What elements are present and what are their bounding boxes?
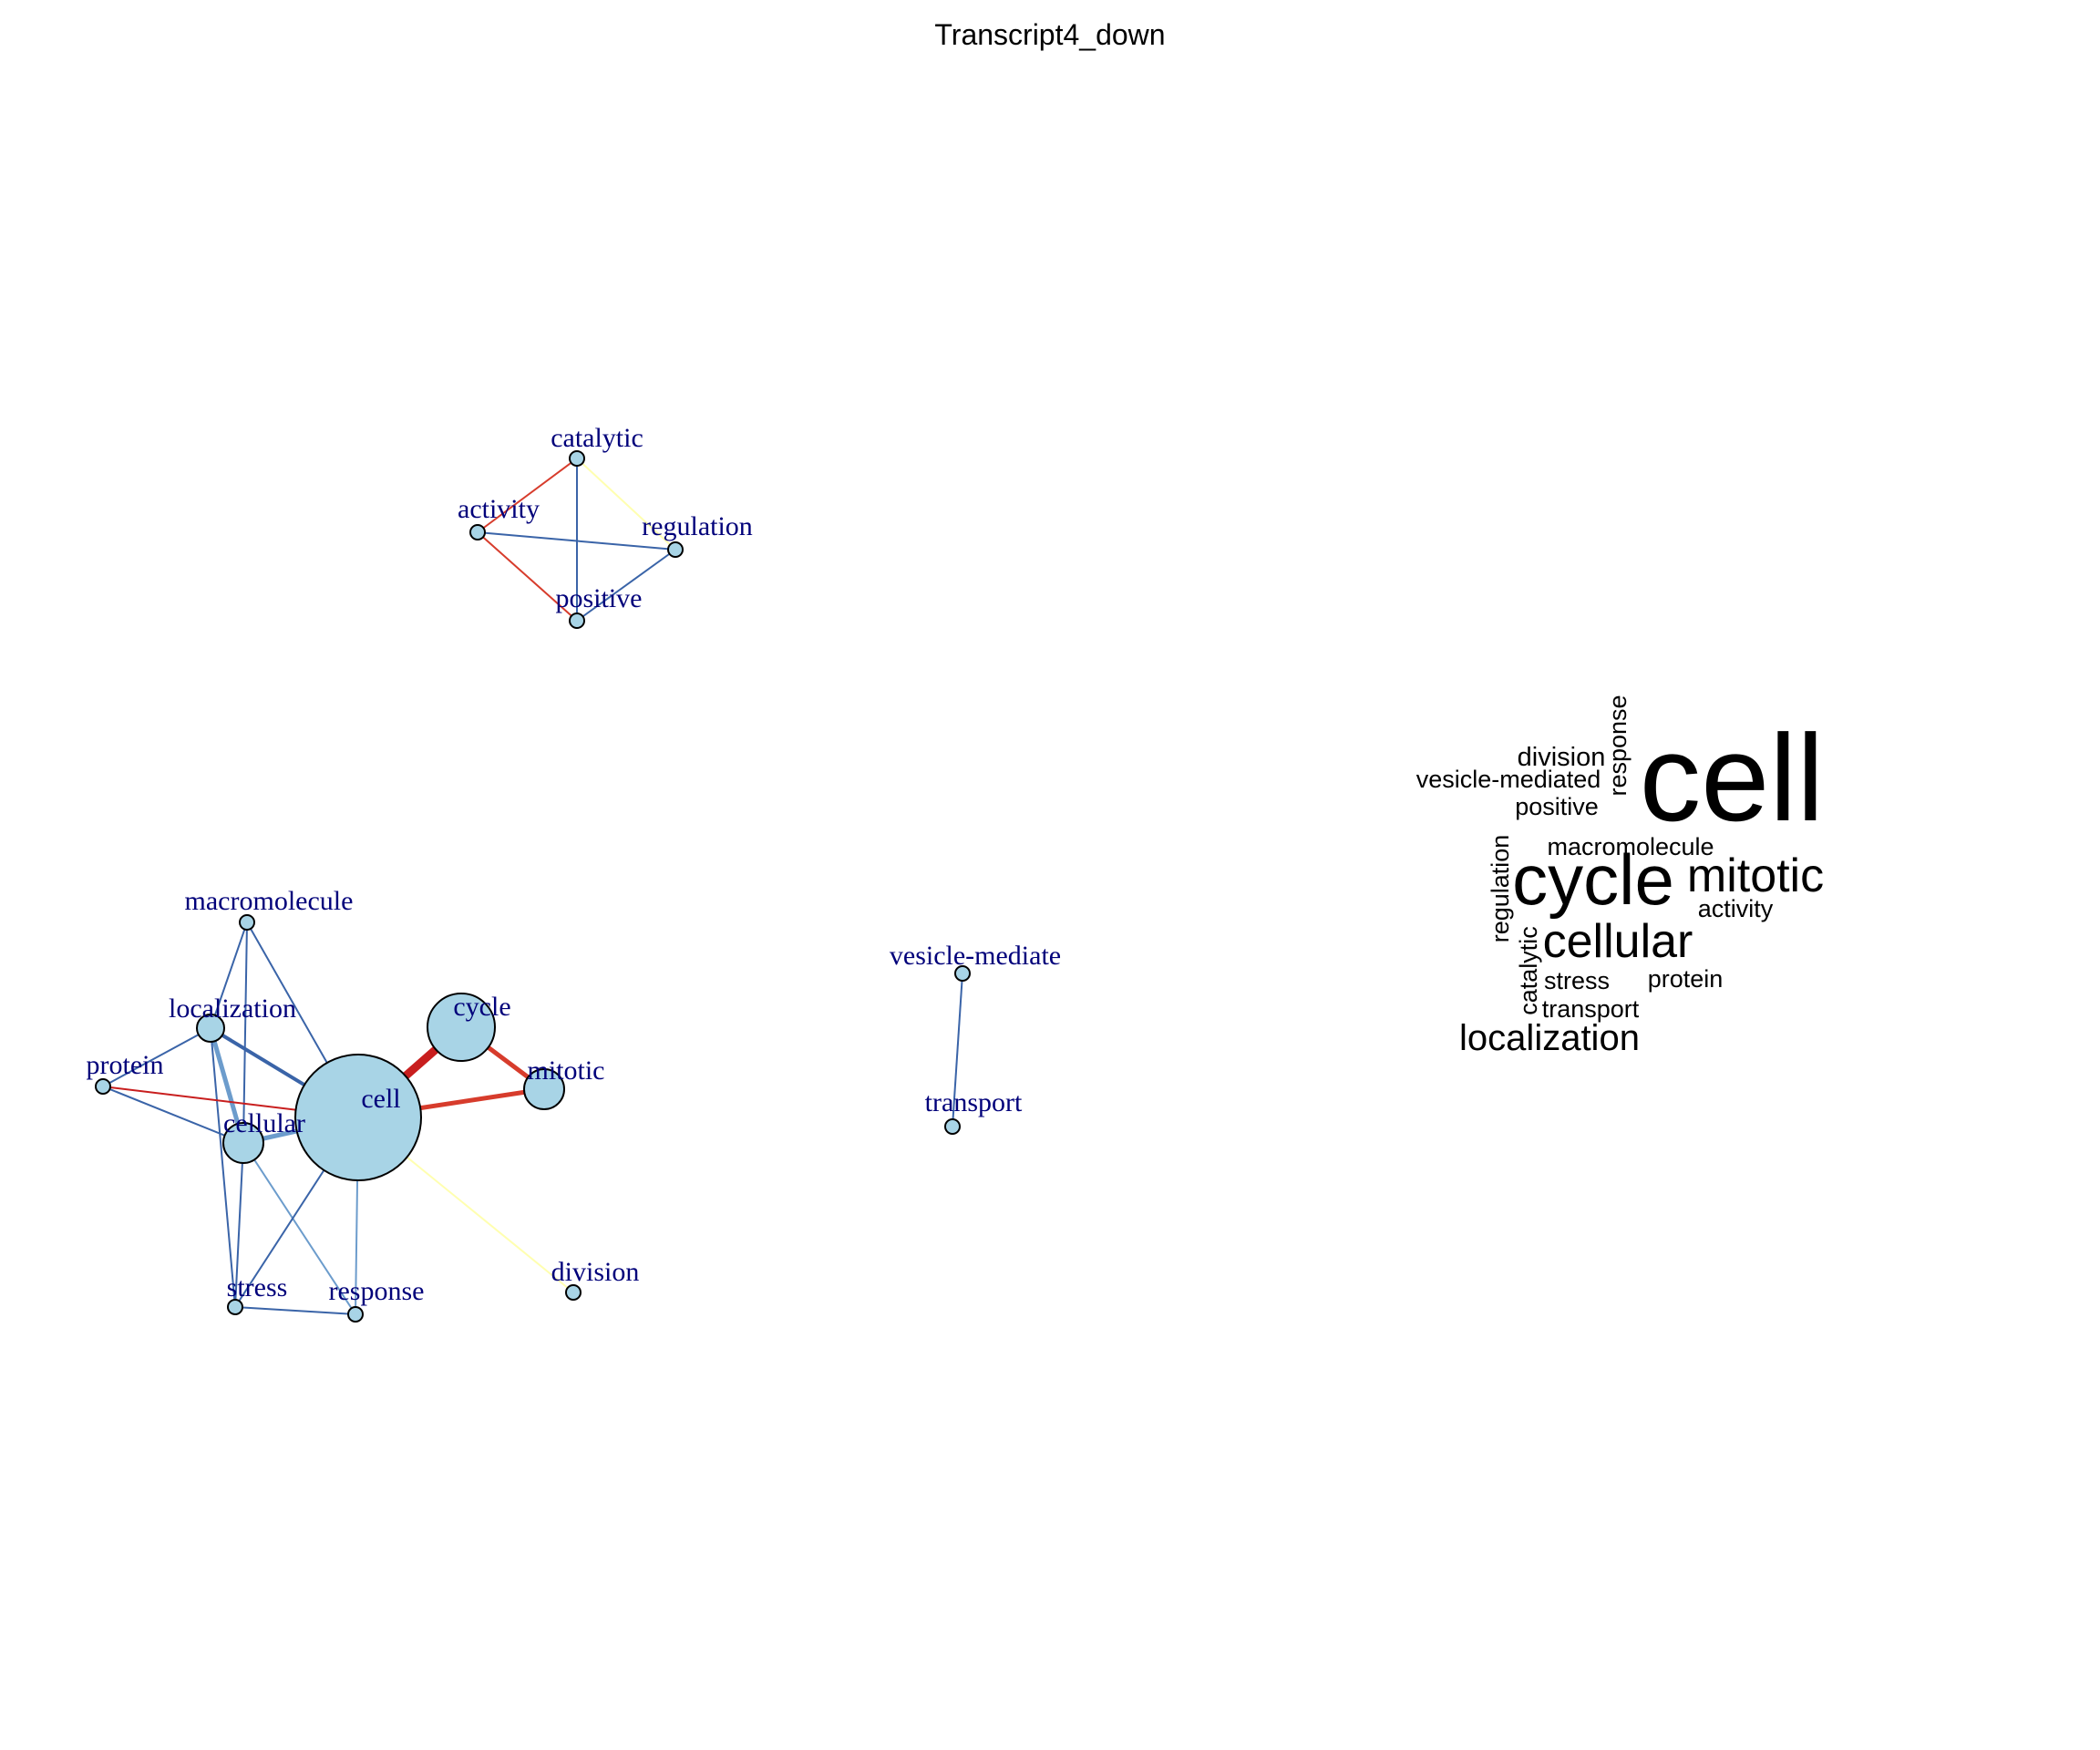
node-protein xyxy=(95,1078,111,1095)
node-label-vesicle-mediated: vesicle-mediate xyxy=(890,941,1061,971)
node-catalytic xyxy=(569,450,585,467)
cloud-word-catalytic: catalytic xyxy=(1515,926,1542,1015)
node-label-localization: localization xyxy=(169,993,296,1024)
node-label-positive: positive xyxy=(556,583,643,613)
cloud-word-activity: activity xyxy=(1698,895,1774,922)
edge-activity-positive xyxy=(477,531,578,622)
cloud-word-stress: stress xyxy=(1544,967,1610,994)
node-regulation xyxy=(667,541,684,558)
figure-title: Transcript4_down xyxy=(934,18,1166,51)
node-label-catalytic: catalytic xyxy=(551,423,643,453)
node-label-response: response xyxy=(329,1276,425,1306)
cloud-word-response: response xyxy=(1604,695,1632,796)
node-mitotic xyxy=(523,1068,565,1110)
network-labels: catalytic activity regulation positive macro… xyxy=(87,423,1062,1306)
node-label-protein: protein xyxy=(87,1050,164,1080)
cloud-word-mitotic: mitotic xyxy=(1687,849,1824,902)
cloud-word-transport: transport xyxy=(1542,995,1640,1023)
node-label-transport: transport xyxy=(925,1087,1023,1117)
node-label-activity: activity xyxy=(458,494,540,524)
node-label-cell: cell xyxy=(361,1084,400,1114)
cloud-word-vesicle-mediated: vesicle-mediated xyxy=(1416,766,1601,793)
node-cellular xyxy=(222,1122,264,1164)
edge-activity-regulation xyxy=(477,531,676,551)
node-label-division: division xyxy=(551,1257,640,1287)
node-label-mitotic: mitotic xyxy=(528,1055,605,1086)
edge-macromolecule-localization xyxy=(210,921,248,1029)
cloud-word-regulation: regulation xyxy=(1487,835,1514,943)
node-transport xyxy=(944,1118,961,1135)
cloud-word-protein: protein xyxy=(1648,965,1724,993)
node-label-stress: stress xyxy=(227,1272,288,1302)
edge-regulation-positive xyxy=(576,549,676,622)
edge-cellular-response xyxy=(242,1142,356,1315)
cloud-word-localization: localization xyxy=(1459,1018,1640,1058)
node-label-cycle: cycle xyxy=(453,992,510,1022)
edge-localization-stress xyxy=(210,1027,236,1308)
node-division xyxy=(565,1284,582,1301)
node-positive xyxy=(569,612,585,629)
node-cell xyxy=(294,1054,422,1181)
cloud-word-macromolecule: macromolecule xyxy=(1547,833,1714,860)
edge-vesicle-mediated-transport xyxy=(952,973,963,1127)
edge-cellular-stress xyxy=(234,1142,244,1308)
cloud-word-cellular: cellular xyxy=(1543,915,1693,968)
node-macromolecule xyxy=(239,914,255,931)
edge-catalytic-activity xyxy=(477,458,578,533)
edge-stress-response xyxy=(234,1306,356,1315)
node-vesicle-mediated xyxy=(954,965,971,982)
node-cycle xyxy=(427,993,496,1062)
node-activity xyxy=(469,524,486,540)
edge-protein-cellular xyxy=(102,1086,244,1144)
node-localization xyxy=(196,1014,225,1043)
node-stress xyxy=(227,1299,243,1315)
cloud-word-positive: positive xyxy=(1515,793,1599,820)
cloud-word-cycle: cycle xyxy=(1512,839,1674,920)
node-label-regulation: regulation xyxy=(642,511,753,541)
node-response xyxy=(347,1306,364,1323)
node-label-cellular: cellular xyxy=(223,1108,305,1138)
edge-macromolecule-cellular xyxy=(242,921,248,1144)
network-nodes xyxy=(95,450,971,1323)
edge-catalytic-regulation xyxy=(576,458,676,551)
cloud-word-division: division xyxy=(1518,743,1606,772)
node-label-macromolecule: macromolecule xyxy=(185,886,354,916)
edge-localization-protein xyxy=(102,1027,211,1087)
cloud-word-cell: cell xyxy=(1640,709,1825,847)
